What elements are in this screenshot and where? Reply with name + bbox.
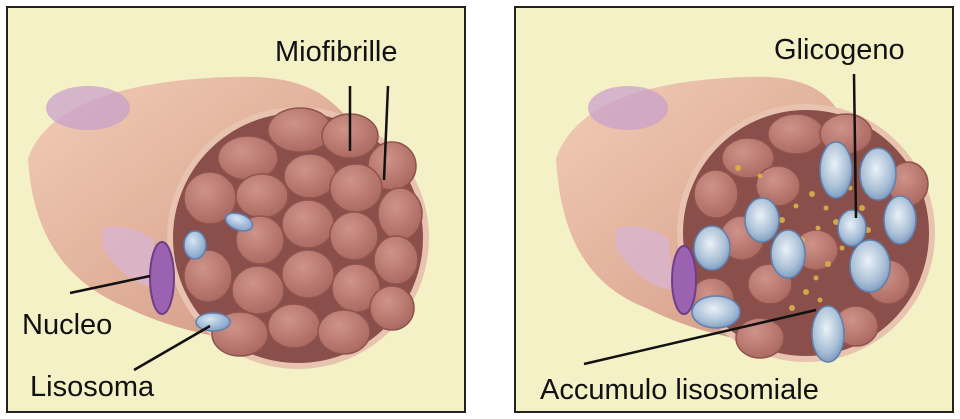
affected-fiber-illustration [516, 8, 952, 411]
lysosome [771, 230, 805, 278]
label-myofibrils: Miofibrille [275, 38, 397, 67]
nucleus [150, 242, 174, 314]
lysosome [692, 296, 740, 328]
normal-fiber-panel: Miofibrille Nucleo Lisosoma [6, 6, 466, 413]
label-nucleus: Nucleo [22, 311, 112, 340]
lysosome [838, 210, 866, 246]
lysosome [812, 306, 844, 362]
lysosome [745, 198, 779, 242]
lysosome [184, 231, 206, 259]
label-lysosome: Lisosoma [30, 373, 154, 402]
lysosome [884, 196, 916, 244]
lysosome [850, 240, 890, 292]
lysosome [820, 142, 852, 198]
label-lysosomal-accumulation: Accumulo lisosomiale [540, 376, 819, 405]
surface-nucleus [588, 86, 668, 130]
label-glycogen: Glicogeno [774, 36, 905, 65]
surface-nucleus [46, 86, 130, 130]
nucleus [672, 246, 696, 314]
lysosome [860, 148, 896, 200]
lysosome [694, 226, 730, 270]
lysosome [196, 313, 230, 331]
affected-fiber-panel: Glicogeno Accumulo lisosomiale [514, 6, 954, 413]
normal-fiber-illustration [8, 8, 464, 411]
